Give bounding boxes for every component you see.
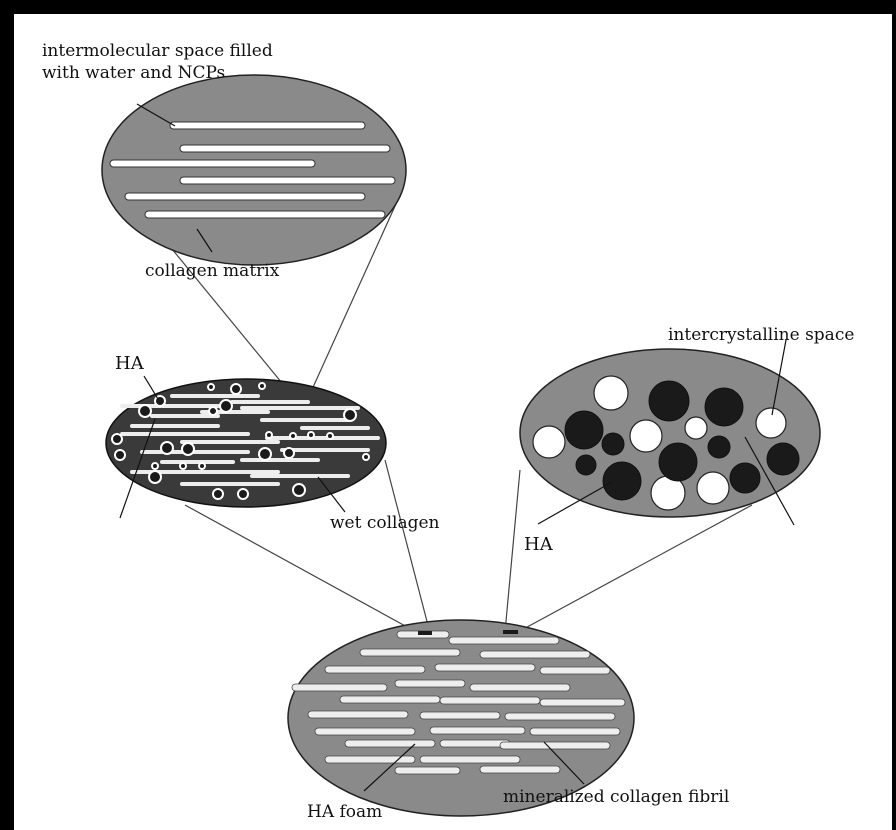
label-ha-foam: HA foam: [307, 802, 382, 822]
zoom-line-mid-right: [385, 460, 430, 633]
label-intermolecular-line2: with water and NCPs: [42, 63, 225, 83]
wet-collagen-ellipse: [106, 379, 386, 507]
label-mineralized-collagen-fibril: mineralized collagen fibril: [503, 787, 729, 807]
collagen-matrix-ellipse: [102, 75, 406, 265]
label-collagen-matrix: collagen matrix: [145, 261, 280, 281]
label-intermolecular-line1: intermolecular space filled: [42, 41, 273, 61]
label-intercrystalline-space: intercrystalline space: [668, 325, 854, 345]
label-ha-left: HA: [115, 353, 145, 374]
zoom-line-right-left: [505, 470, 520, 632]
label-wet-collagen: wet collagen: [330, 513, 440, 533]
zoom-line-right-right: [518, 505, 752, 632]
label-ha-right: HA: [524, 534, 554, 555]
